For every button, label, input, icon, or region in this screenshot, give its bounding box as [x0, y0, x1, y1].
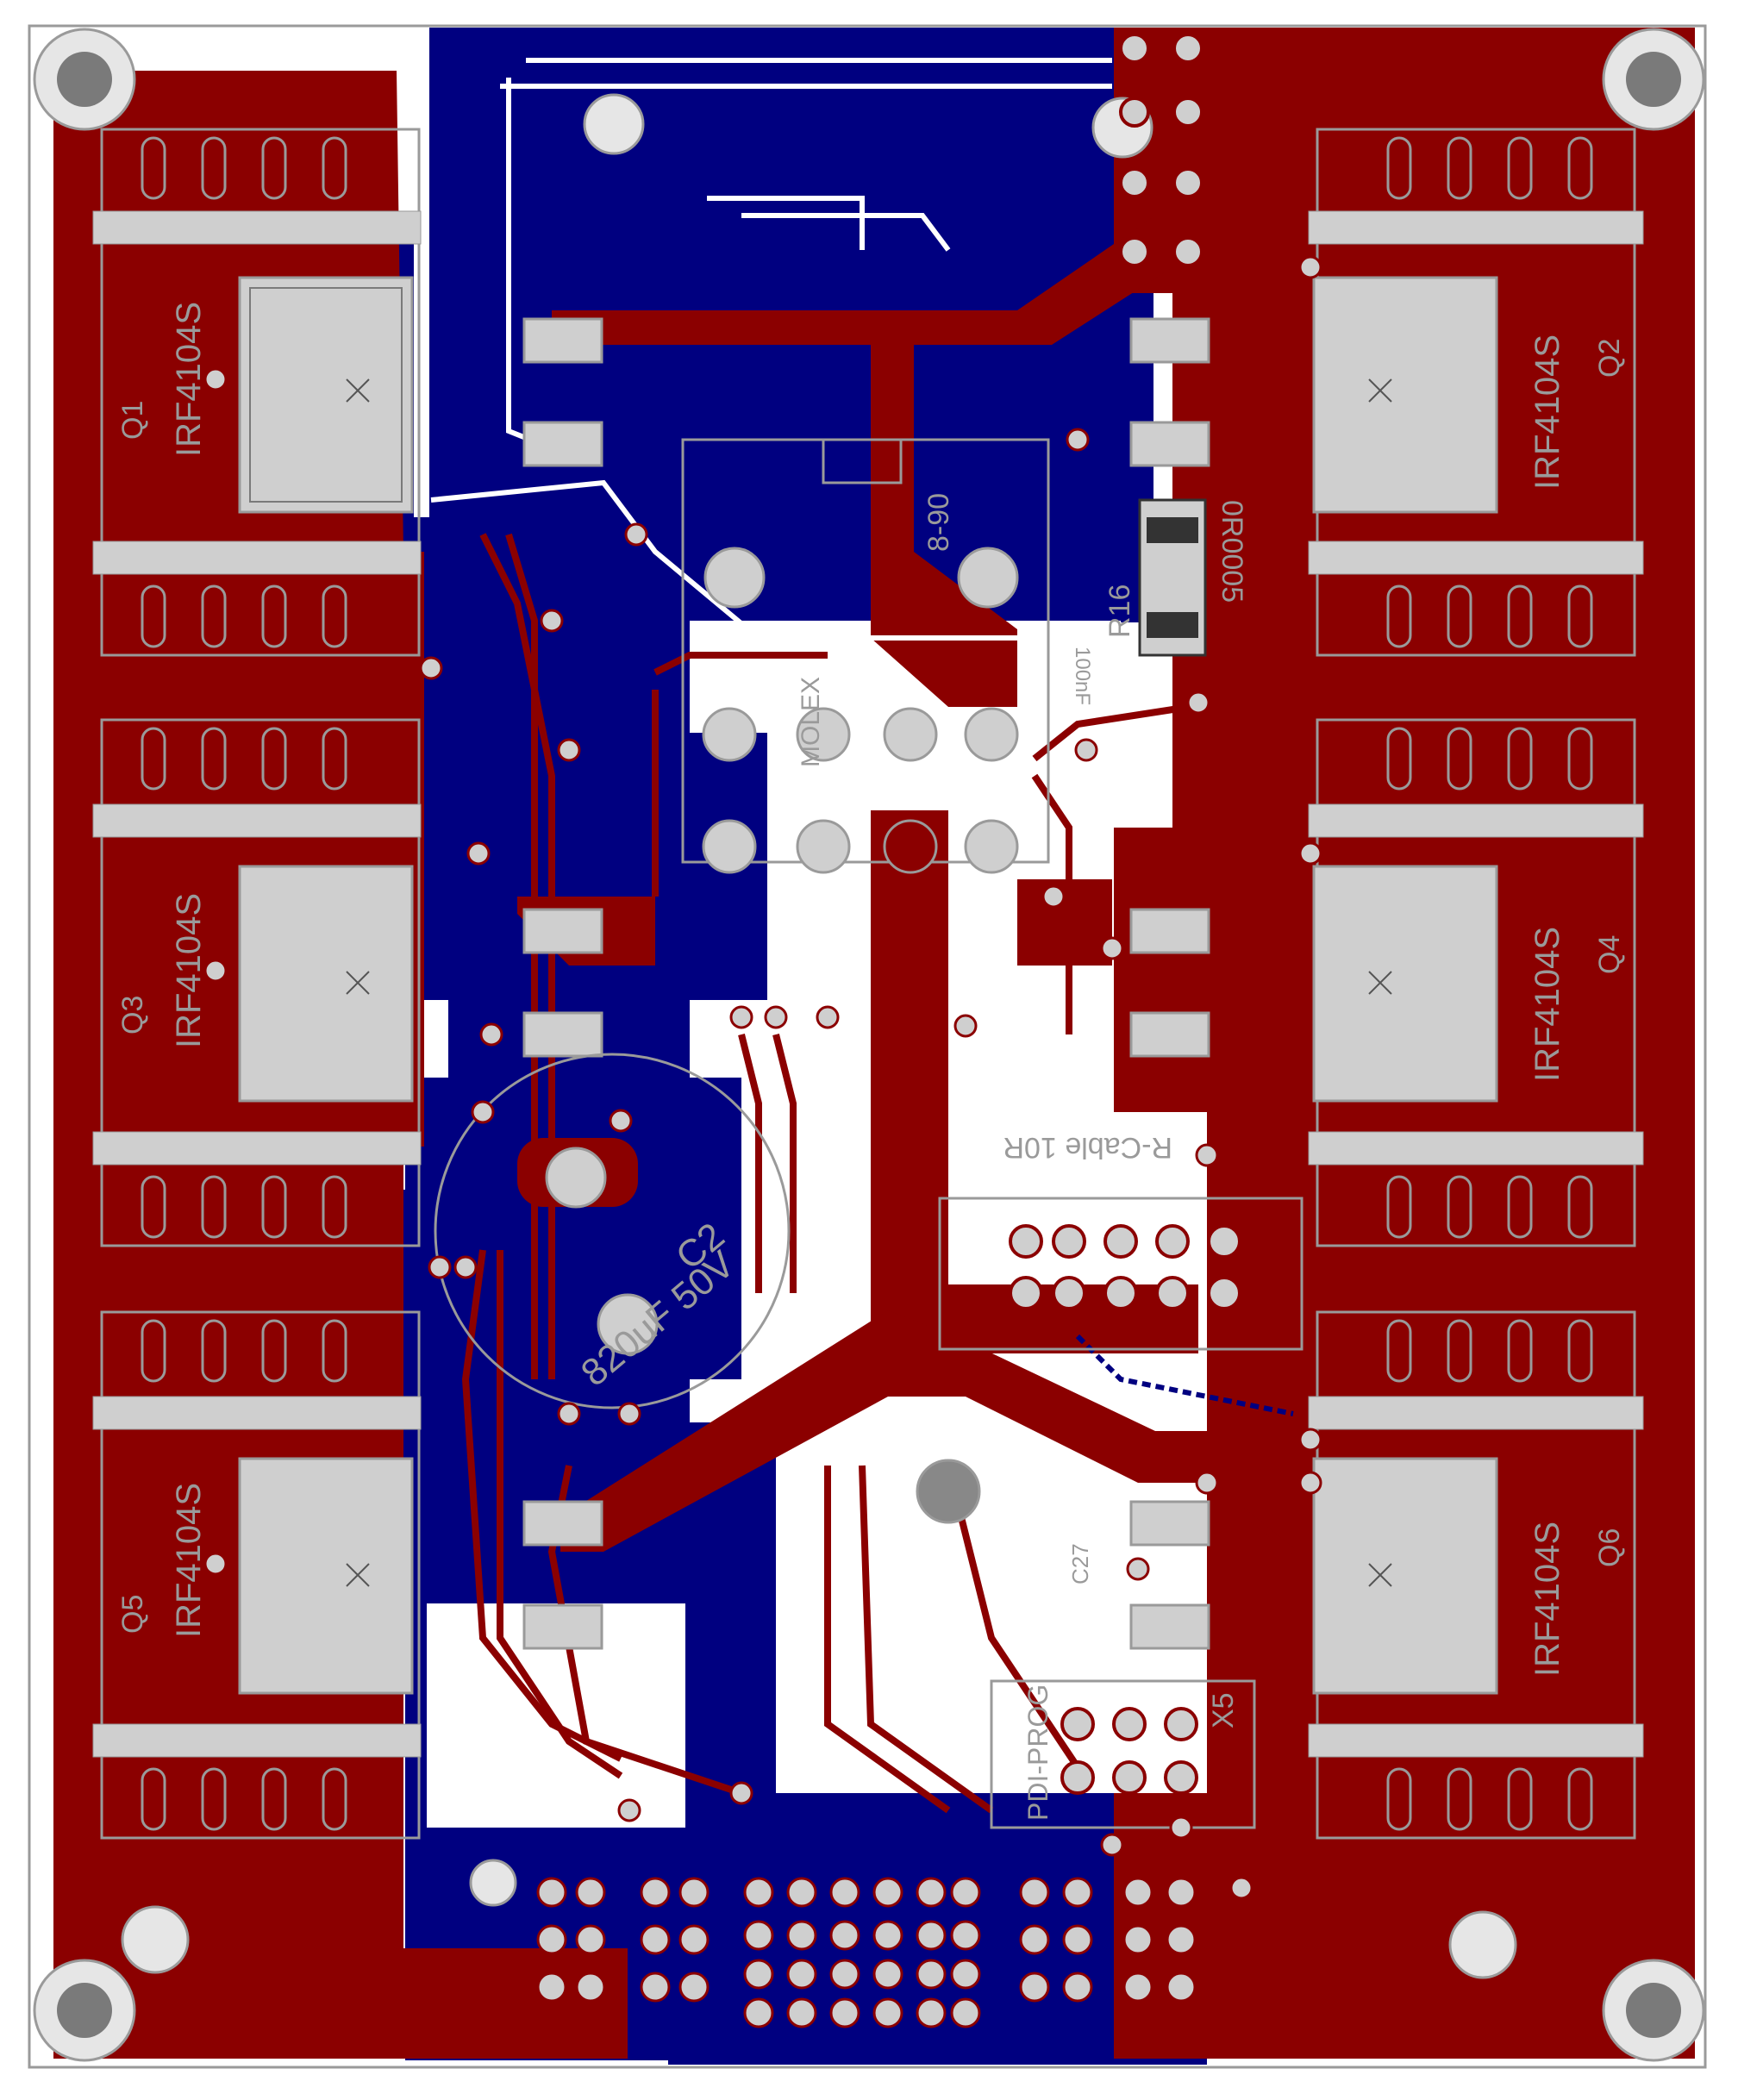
- pdi-label: PDI-PROG: [1022, 1684, 1053, 1821]
- shunt-value: 0R0005: [1216, 500, 1248, 603]
- shunt-resistor: [1138, 498, 1207, 657]
- mosfet-q2: [1129, 128, 1644, 657]
- through-hole-pads: [545, 547, 1019, 1524]
- mounting-holes: [33, 28, 1705, 2062]
- mosfet-q1: [92, 128, 603, 657]
- vias: [203, 255, 1322, 1900]
- q4-part-label: IRF4104S: [1529, 927, 1566, 1082]
- mosfet-q3: [92, 718, 603, 1247]
- q6-part-label: IRF4104S: [1529, 1522, 1566, 1677]
- cap-100nf-label: 100nF: [1071, 647, 1094, 705]
- edge-connector-pads: [536, 1877, 1197, 2028]
- q4-designator: Q4: [1593, 935, 1626, 974]
- mosfet-q4: [1129, 718, 1644, 1247]
- mosfet-footprints: [92, 128, 1644, 1840]
- molex-label: MOLEX: [797, 677, 825, 767]
- q5-designator: Q5: [116, 1595, 149, 1634]
- capacitor-outline: [434, 1053, 791, 1409]
- header-pins: [1009, 1224, 1241, 1795]
- x5-designator: X5: [1207, 1692, 1240, 1728]
- header-outline: [938, 1197, 1304, 1351]
- center-marks: [346, 378, 1392, 1587]
- molex-code-label: 8-90: [922, 493, 955, 552]
- heatsink-slots: [141, 136, 1593, 1831]
- q3-designator: Q3: [116, 996, 149, 1034]
- fiducials: [121, 93, 1517, 1979]
- x5-outline: [990, 1679, 1256, 1829]
- q2-part-label: IRF4104S: [1529, 334, 1566, 490]
- cable-label: R-Cable 10R: [1003, 1131, 1172, 1164]
- mosfet-q6: [1129, 1310, 1644, 1840]
- shunt-designator: R16: [1103, 584, 1136, 638]
- q1-part-label: IRF4104S: [170, 302, 208, 457]
- q5-part-label: IRF4104S: [170, 1483, 208, 1638]
- mosfet-q5: [92, 1310, 603, 1840]
- c27-label: C27: [1067, 1543, 1093, 1584]
- q6-designator: Q6: [1593, 1528, 1626, 1567]
- q3-part-label: IRF4104S: [170, 893, 208, 1048]
- molex-key: [822, 438, 903, 484]
- power-connector-pads: [1119, 33, 1203, 267]
- q2-designator: Q2: [1593, 339, 1626, 378]
- q1-designator: Q1: [116, 401, 149, 440]
